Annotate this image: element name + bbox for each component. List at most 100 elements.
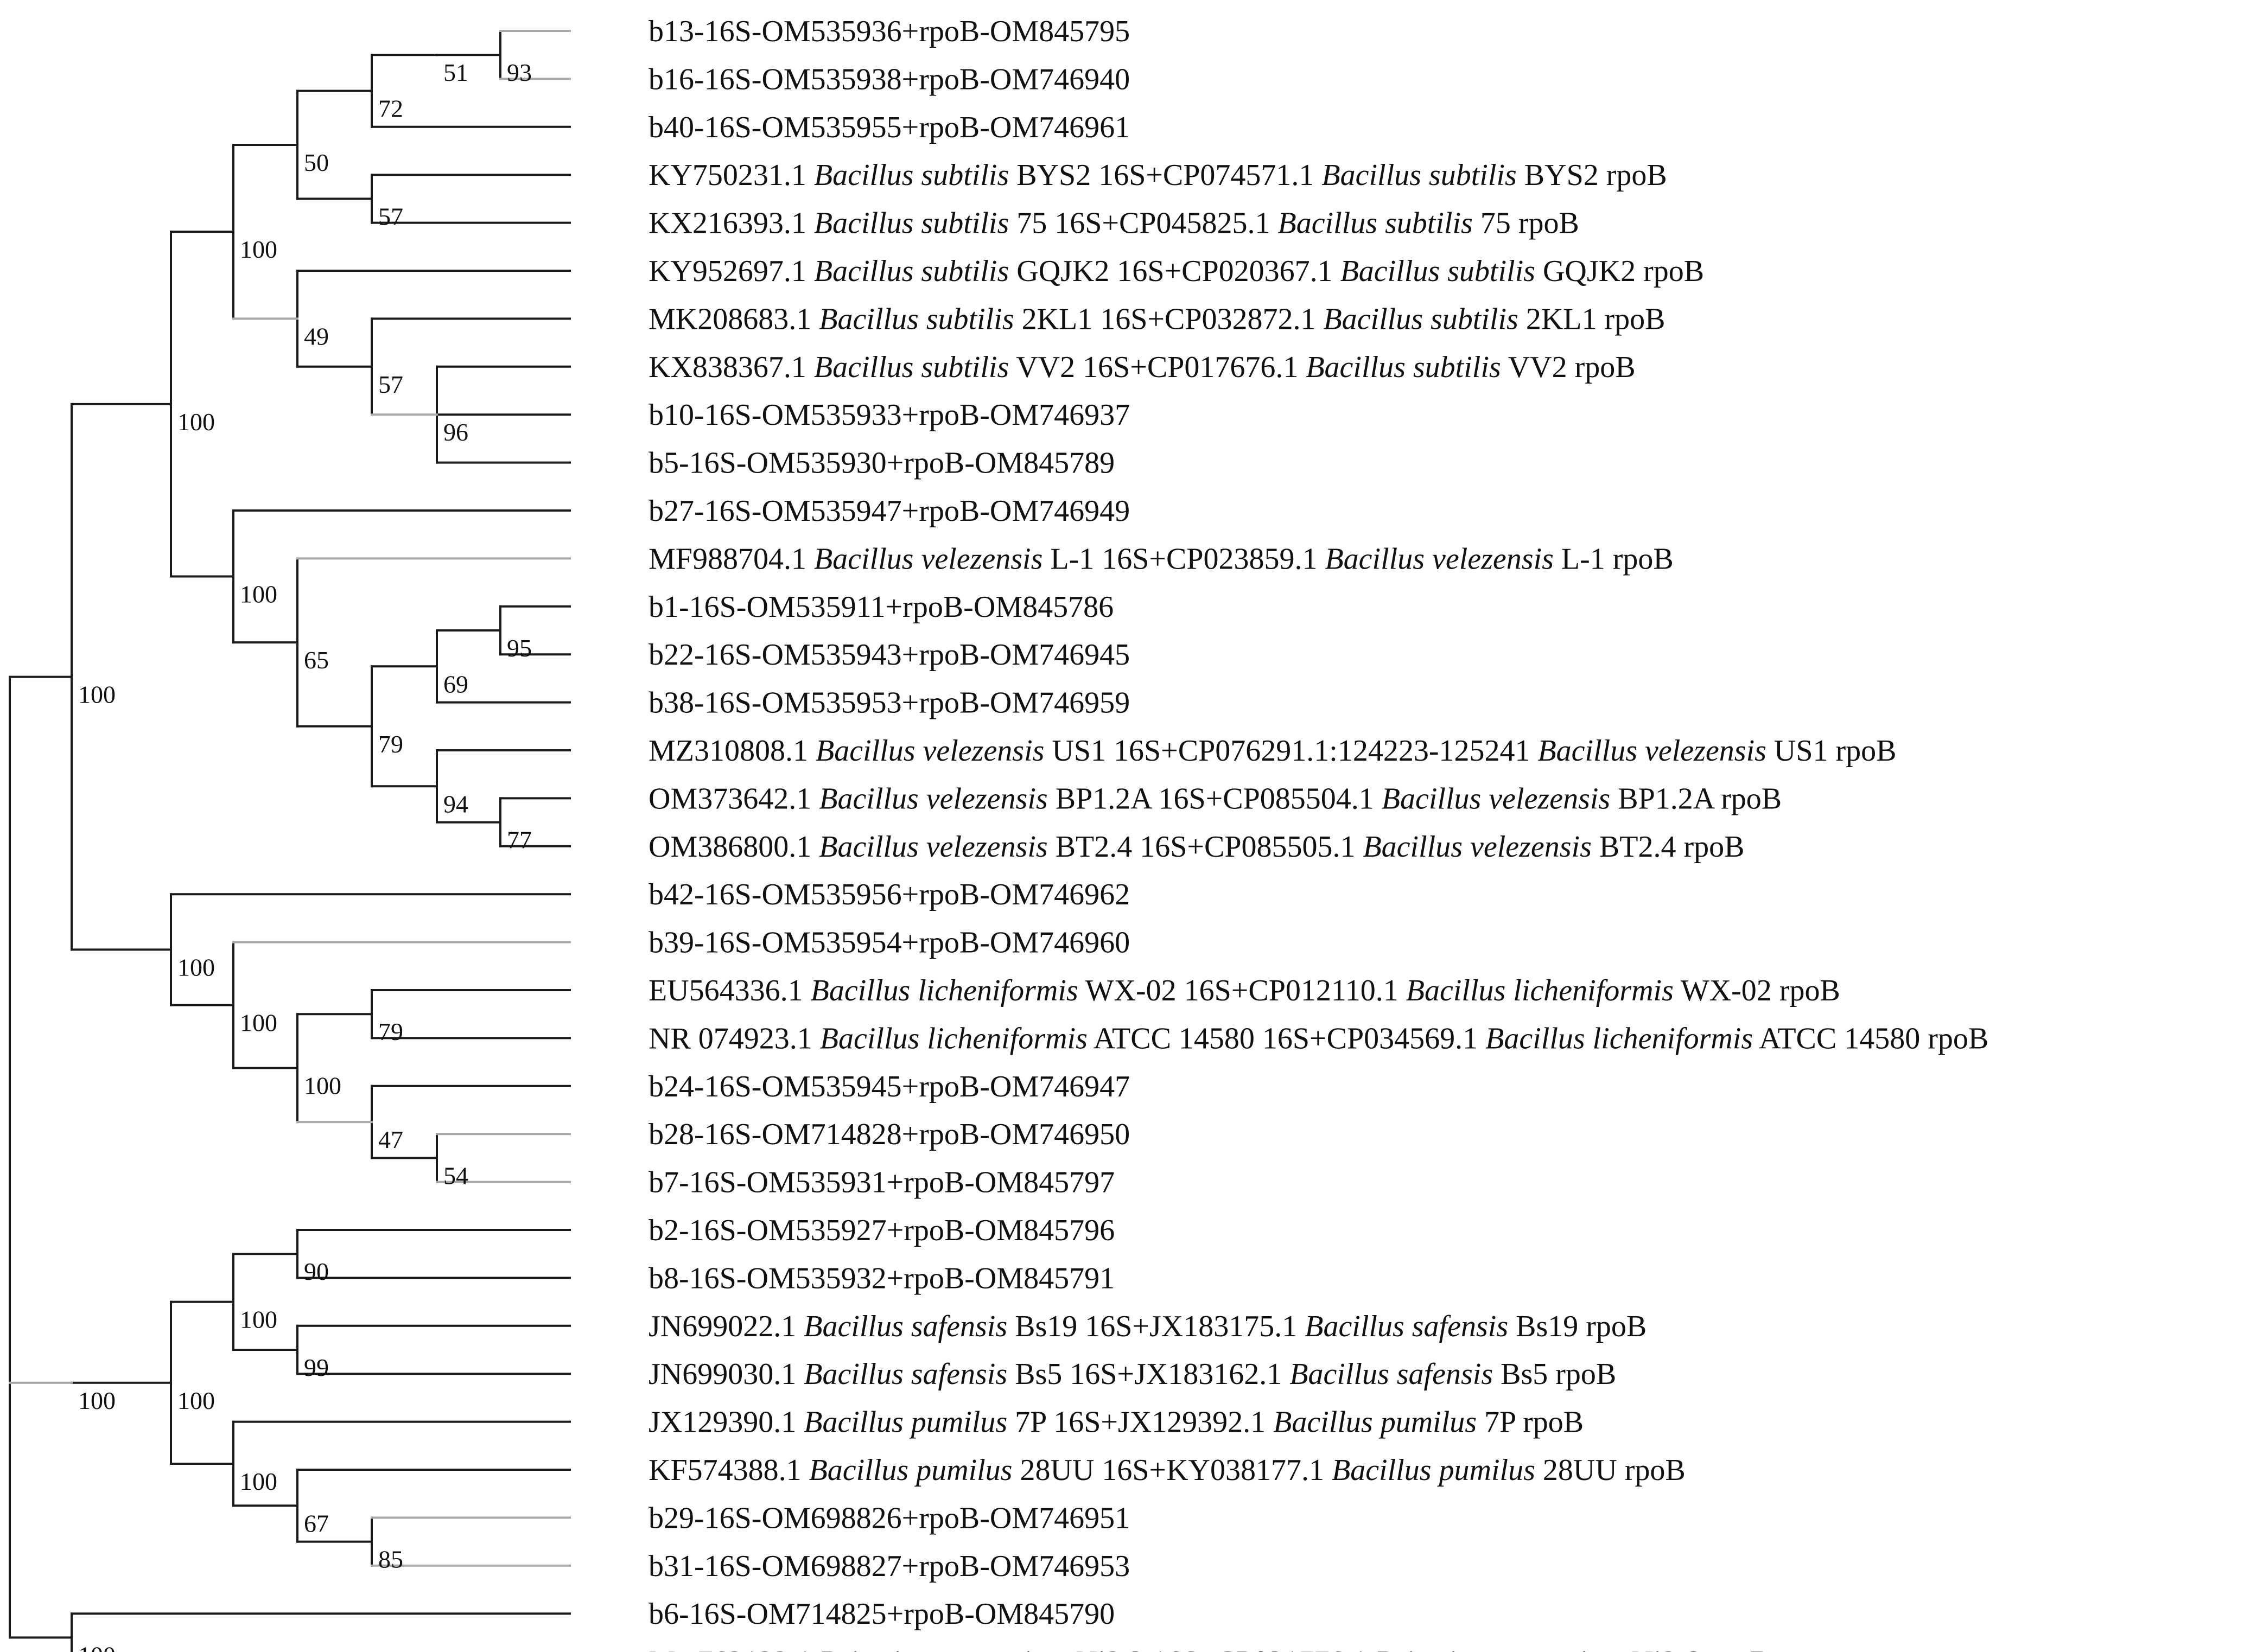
label-text: WX-02 16S+CP012110.1 <box>1078 974 1406 1007</box>
label-text: GQJK2 16S+CP020367.1 <box>1009 254 1340 288</box>
bootstrap-value: 93 <box>507 59 532 86</box>
bootstrap-value: 100 <box>240 1306 277 1334</box>
leaf-label-b75: KX216393.1 Bacillus subtilis 75 16S+CP04… <box>649 207 1579 240</box>
leaf-label-l1: MF988704.1 Bacillus velezensis L-1 16S+C… <box>649 542 1674 576</box>
leaf-label-b13: b13-16S-OM535936+rpoB-OM845795 <box>649 15 1130 48</box>
label-text: Ni2-3 rpoB <box>1624 1645 1771 1652</box>
bootstrap-value: 47 <box>378 1126 403 1153</box>
species-name: Bacillus subtilis <box>1321 158 1516 192</box>
leaf-label-b8: b8-16S-OM535932+rpoB-OM845791 <box>649 1261 1115 1295</box>
bootstrap-values: 9351725750965749100956977947965100100795… <box>78 59 532 1652</box>
species-name: Bacillus velezensis <box>816 734 1044 768</box>
leaf-label-b5: b5-16S-OM535930+rpoB-OM845789 <box>649 447 1115 480</box>
label-text: 7P 16S+JX129392.1 <box>1007 1406 1273 1439</box>
leaf-label-2kl1: MK208683.1 Bacillus subtilis 2KL1 16S+CP… <box>649 302 1665 336</box>
label-text: b6-16S-OM714825+rpoB-OM845790 <box>649 1597 1115 1631</box>
label-text: ATCC 14580 16S+CP034569.1 <box>1088 1022 1485 1055</box>
species-name: Bacillus pumilus <box>1332 1453 1535 1487</box>
species-name: Bacillus subtilis <box>1323 302 1518 336</box>
species-name: Bacillus pumilus <box>804 1406 1007 1439</box>
species-name: Bacillus safensis <box>1289 1357 1493 1391</box>
leaf-label-b40: b40-16S-OM535955+rpoB-OM746961 <box>649 111 1130 144</box>
species-name: Bacillus pumilus <box>1273 1406 1477 1439</box>
label-text: Bs5 rpoB <box>1493 1357 1616 1391</box>
bootstrap-value: 67 <box>304 1509 329 1537</box>
label-text: KY952697.1 <box>649 254 814 288</box>
label-text: 2KL1 16S+CP032872.1 <box>1014 302 1324 336</box>
species-name: Bacillus velezensis <box>819 830 1047 864</box>
species-name: Bacillus velezensis <box>1325 542 1553 576</box>
label-text: b7-16S-OM535931+rpoB-OM845797 <box>649 1166 1115 1200</box>
leaf-label-ni2: MH762122.1 Priestia megaterium Ni2 3 16S… <box>649 1645 1771 1652</box>
species-name: Bacillus velezensis <box>814 542 1042 576</box>
leaf-label-b24: b24-16S-OM535945+rpoB-OM746947 <box>649 1070 1130 1104</box>
leaf-label-gqjk2: KY952697.1 Bacillus subtilis GQJK2 16S+C… <box>649 254 1704 288</box>
label-text: 28UU rpoB <box>1535 1453 1686 1487</box>
bootstrap-value: 50 <box>304 149 329 176</box>
species-name: Bacillus subtilis <box>1277 207 1472 240</box>
label-text: GQJK2 rpoB <box>1535 254 1704 288</box>
species-name: Priestia megaterium <box>818 1645 1068 1652</box>
label-text: KF574388.1 <box>649 1453 809 1487</box>
label-text: Ni2 3 16S+CP031776.1 <box>1068 1645 1375 1652</box>
label-text: b1-16S-OM535911+rpoB-OM845786 <box>649 590 1114 624</box>
species-name: Bacillus velezensis <box>1382 782 1610 815</box>
bootstrap-value: 100 <box>240 581 277 608</box>
label-text: KX838367.1 <box>649 350 814 384</box>
bootstrap-value: 99 <box>304 1354 329 1381</box>
label-text: b16-16S-OM535938+rpoB-OM746940 <box>649 62 1130 96</box>
label-text: b2-16S-OM535927+rpoB-OM845796 <box>649 1214 1115 1247</box>
label-text: b29-16S-OM698826+rpoB-OM746951 <box>649 1501 1130 1535</box>
label-text: MZ310808.1 <box>649 734 816 768</box>
bootstrap-value: 100 <box>177 1387 215 1414</box>
species-name: Bacillus safensis <box>804 1310 1007 1343</box>
bootstrap-value: 90 <box>304 1258 329 1285</box>
bootstrap-value: 100 <box>78 1641 116 1652</box>
bootstrap-value: 57 <box>378 202 403 230</box>
species-name: Bacillus safensis <box>804 1357 1007 1391</box>
bootstrap-value: 100 <box>240 235 277 263</box>
label-text: b40-16S-OM535955+rpoB-OM746961 <box>649 111 1130 144</box>
bootstrap-value: 51 <box>443 59 468 86</box>
leaf-label-b38: b38-16S-OM535953+rpoB-OM746959 <box>649 686 1130 720</box>
species-name: Bacillus subtilis <box>819 302 1014 336</box>
label-text: OM386800.1 <box>649 830 819 864</box>
leaf-label-b16: b16-16S-OM535938+rpoB-OM746940 <box>649 62 1130 96</box>
bootstrap-value: 54 <box>443 1162 468 1189</box>
bootstrap-value: 65 <box>304 646 329 674</box>
species-name: Bacillus safensis <box>1305 1310 1508 1343</box>
label-text: Bs19 rpoB <box>1508 1310 1647 1343</box>
bootstrap-value: 100 <box>177 953 215 981</box>
label-text: VV2 16S+CP017676.1 <box>1009 350 1306 384</box>
label-text: Bs19 16S+JX183175.1 <box>1007 1310 1305 1343</box>
label-text: b8-16S-OM535932+rpoB-OM845791 <box>649 1261 1115 1295</box>
label-text: KX216393.1 <box>649 207 814 240</box>
label-text: BP1.2A rpoB <box>1610 782 1782 815</box>
leaf-label-b6: b6-16S-OM714825+rpoB-OM845790 <box>649 1597 1115 1631</box>
leaf-label-bt24: OM386800.1 Bacillus velezensis BT2.4 16S… <box>649 830 1744 864</box>
label-text: b22-16S-OM535943+rpoB-OM746945 <box>649 638 1130 672</box>
label-text: NR 074923.1 <box>649 1022 820 1055</box>
species-name: Bacillus subtilis <box>814 207 1009 240</box>
species-name: Bacillus velezensis <box>1537 734 1766 768</box>
label-text: MF988704.1 <box>649 542 814 576</box>
label-text: 28UU 16S+KY038177.1 <box>1012 1453 1332 1487</box>
label-text: WX-02 rpoB <box>1674 974 1840 1007</box>
leaf-label-atcc: NR 074923.1 Bacillus licheniformis ATCC … <box>649 1022 1988 1055</box>
species-name: Bacillus licheniformis <box>811 974 1078 1007</box>
tree-branches <box>9 30 571 1652</box>
bootstrap-value: 100 <box>78 681 116 709</box>
leaf-label-bys2: KY750231.1 Bacillus subtilis BYS2 16S+CP… <box>649 158 1667 192</box>
leaf-label-b42: b42-16S-OM535956+rpoB-OM746962 <box>649 878 1130 911</box>
leaf-label-vv2: KX838367.1 Bacillus subtilis VV2 16S+CP0… <box>649 350 1636 384</box>
label-text: b27-16S-OM535947+rpoB-OM746949 <box>649 494 1130 528</box>
bootstrap-value: 79 <box>378 1018 403 1045</box>
species-name: Bacillus velezensis <box>819 782 1047 815</box>
label-text: US1 rpoB <box>1766 734 1897 768</box>
species-name: Bacillus licheniformis <box>820 1022 1088 1055</box>
bootstrap-value: 85 <box>378 1546 403 1573</box>
bootstrap-value: 100 <box>304 1072 341 1100</box>
leaf-label-us1: MZ310808.1 Bacillus velezensis US1 16S+C… <box>649 734 1897 768</box>
label-text: b5-16S-OM535930+rpoB-OM845789 <box>649 447 1115 480</box>
